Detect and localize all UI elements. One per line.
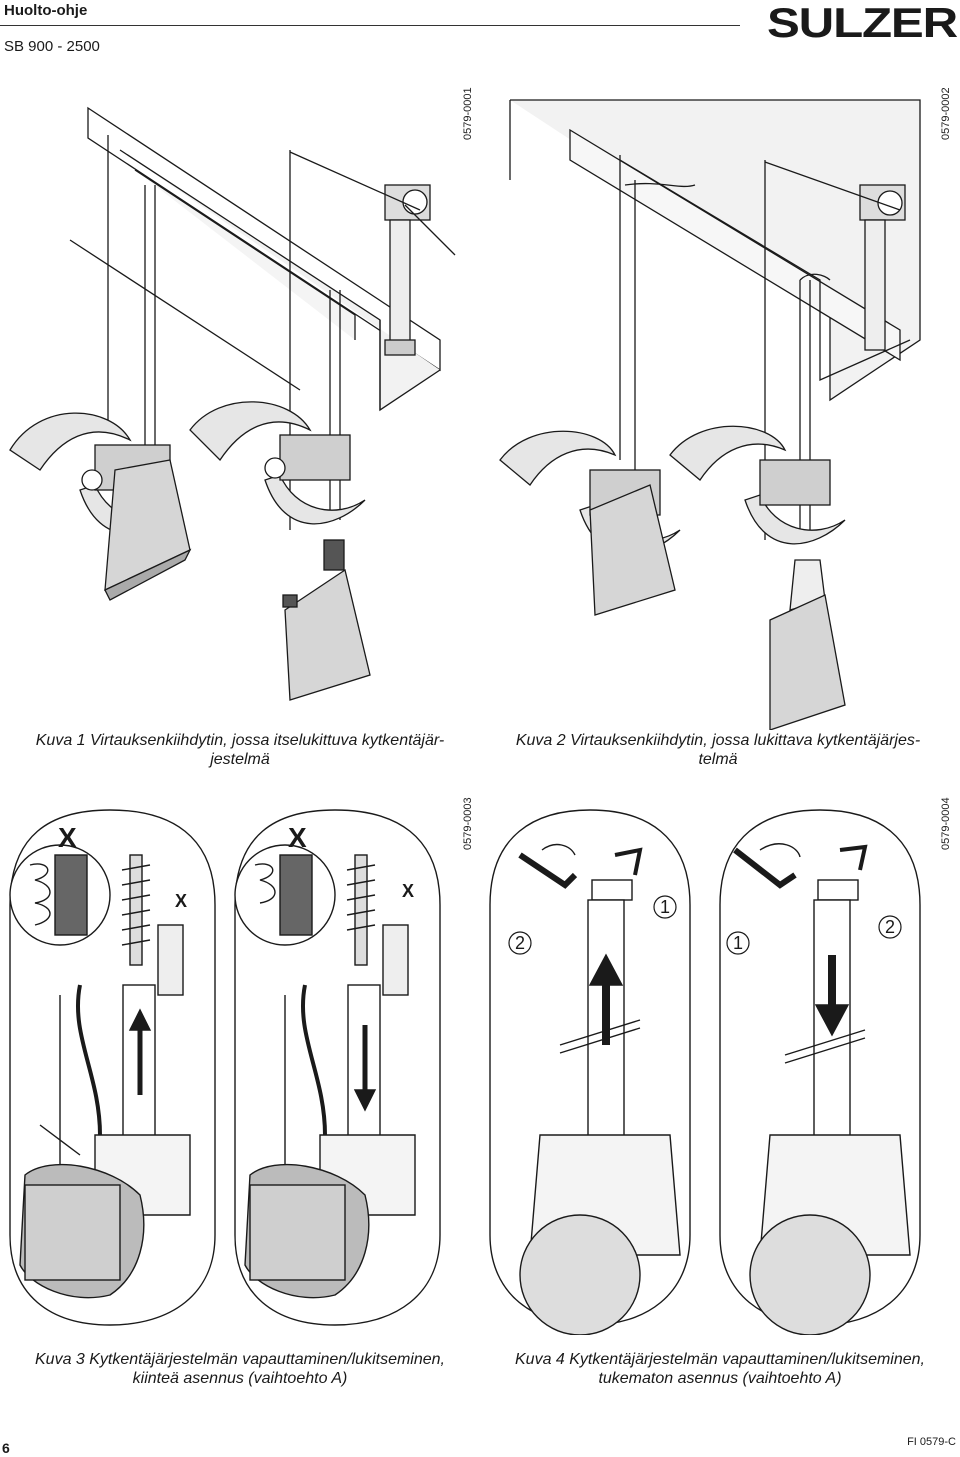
figure-4-caption-line-2: tukematon asennus (vaihtoehto A) [598,1370,842,1387]
figure-4-illustration: 2 1 1 2 [489,809,921,1335]
header-rule [0,25,740,26]
sulzer-logo: SULZER [767,2,958,42]
figure-2-illustration [499,99,921,730]
figure-3-label-x-3: X [288,822,307,853]
figure-4-callout-2-left: 2 [515,933,525,953]
figure-3-caption: Kuva 3 Kytkentäjärjestelmän vapauttamine… [0,1350,480,1388]
figure-3-illustration: X X X X [9,809,441,1326]
figure-3-label-x-4: X [402,881,414,901]
figure-1-caption: Kuva 1 Virtauksenkiihdytin, jossa itselu… [10,731,470,769]
figure-3-label-x-2: X [175,891,187,911]
figure-2-caption-line-2: telmä [698,751,738,768]
figure-1-caption-line-1: Kuva 1 Virtauksenkiihdytin, jossa itselu… [35,732,445,749]
figure-3-id: 0579-0003 [462,797,474,850]
figure-3-caption-line-2: kiinteä asennus (vaihtoehto A) [132,1370,348,1387]
figure-3-label-x-1: X [58,822,77,853]
document-title: Huolto-ohje [4,2,88,19]
figure-2-caption-line-1: Kuva 2 Virtauksenkiihdytin, jossa lukitt… [515,732,921,749]
figure-1-illustration [9,106,456,701]
figure-4-caption-line-1: Kuva 4 Kytkentäjärjestelmän vapauttamine… [515,1351,925,1368]
document-model: SB 900 - 2500 [4,38,100,55]
figure-2-caption: Kuva 2 Virtauksenkiihdytin, jossa lukitt… [488,731,948,769]
figure-1-caption-line-2: jestelmä [210,751,270,768]
figure-4-caption: Kuva 4 Kytkentäjärjestelmän vapauttamine… [480,1350,960,1388]
document-code: FI 0579-C [907,1436,956,1448]
figure-3-caption-line-1: Kuva 3 Kytkentäjärjestelmän vapauttamine… [35,1351,445,1368]
figure-4-callout-1-left: 1 [660,897,670,917]
page-number: 6 [2,1440,10,1456]
figure-4-callout-1-right: 1 [733,933,743,953]
figure-4-callout-2-right: 2 [885,917,895,937]
figure-4-id: 0579-0004 [940,797,952,850]
sulzer-logo-text: SULZER [767,2,958,42]
